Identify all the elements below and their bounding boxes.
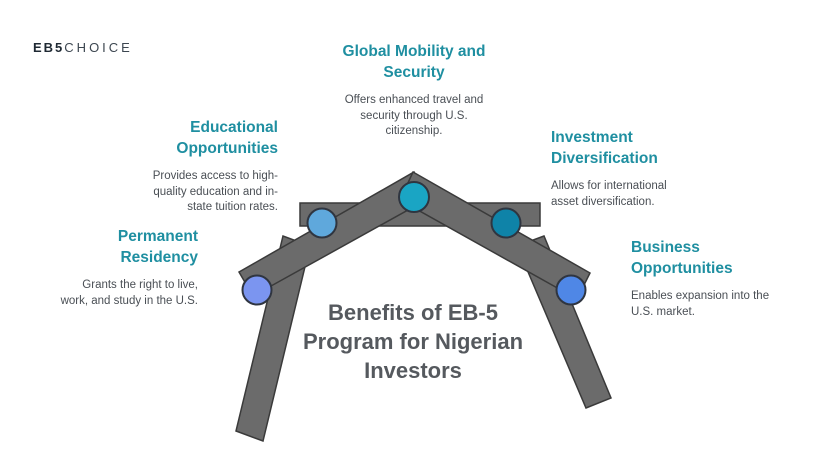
benefit-title: Permanent Residency (117, 228, 198, 266)
benefit-description: Offers enhanced travel and security thro… (344, 94, 484, 137)
benefit-educational-opportunities: Educational Opportunities Provides acces… (132, 117, 278, 216)
diagram-title: Benefits of EB-5 Program for Nigerian In… (302, 300, 524, 383)
brand-logo: EB5CHOICE (33, 40, 133, 55)
benefit-description: Enables expansion into the U.S. market. (631, 290, 770, 318)
node-business-opportunities (555, 274, 587, 306)
benefit-description: Grants the right to live, work, and stud… (60, 279, 198, 307)
logo-light-text: CHOICE (64, 40, 133, 55)
node-permanent-residency (241, 274, 273, 306)
node-educational-opportunities (306, 207, 338, 239)
benefit-business-opportunities: Business Opportunities Enables expansion… (631, 237, 771, 320)
benefit-title: Investment Diversification (551, 129, 658, 167)
benefit-investment-diversification: Investment Diversification Allows for in… (551, 127, 691, 210)
benefit-permanent-residency: Permanent Residency Grants the right to … (60, 226, 198, 309)
node-investment-diversification (490, 207, 522, 239)
benefit-title: Business Opportunities (631, 239, 733, 277)
benefit-title: Global Mobility and Security (342, 43, 486, 81)
benefit-description: Provides access to high-quality educatio… (152, 170, 278, 213)
benefit-title: Educational Opportunities (176, 119, 278, 157)
node-global-mobility (398, 181, 430, 213)
benefit-description: Allows for international asset diversifi… (551, 180, 667, 208)
benefit-global-mobility: Global Mobility and Security Offers enha… (339, 41, 489, 140)
right-rafter (399, 170, 591, 301)
logo-bold-text: EB5 (33, 40, 65, 55)
